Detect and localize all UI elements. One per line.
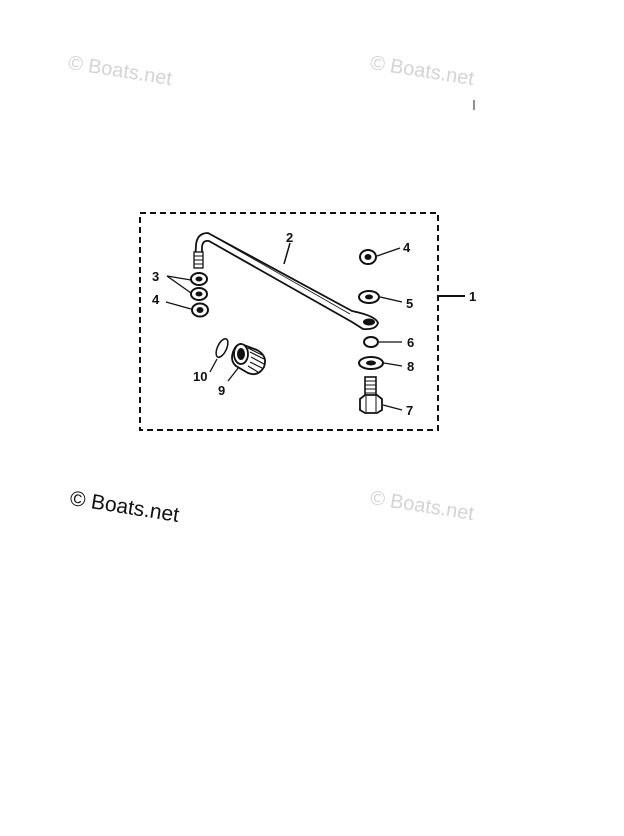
kit-boundary <box>139 212 439 431</box>
nut-4-left <box>191 302 209 318</box>
bolt-7 <box>359 376 383 414</box>
nut-4-right <box>359 249 377 265</box>
bushing-9 <box>231 343 266 376</box>
leader-4-right <box>376 247 401 257</box>
leader-3b <box>166 275 192 294</box>
callout-9: 9 <box>218 383 225 398</box>
callout-1: 1 <box>469 289 476 304</box>
callout-4-left: 4 <box>152 292 160 307</box>
leader-4-left <box>165 301 192 310</box>
leader-rod <box>283 242 291 265</box>
leader-3a <box>166 275 192 281</box>
leader-8 <box>383 362 403 367</box>
nut-5 <box>358 290 380 304</box>
leader-10 <box>209 358 218 373</box>
callout-4-right: 4 <box>403 240 411 255</box>
washer-6 <box>363 336 379 348</box>
washer-8 <box>358 356 384 370</box>
callout-3: 3 <box>152 269 159 284</box>
callout-10: 10 <box>193 369 207 384</box>
callout-6: 6 <box>407 335 414 350</box>
lock-nuts-3 <box>190 272 208 301</box>
steering-rod <box>193 232 379 331</box>
callout-2: 2 <box>286 230 293 245</box>
leader-9 <box>227 366 240 382</box>
callout-7: 7 <box>406 403 413 418</box>
leader-5 <box>379 296 403 303</box>
callout-5: 5 <box>406 296 413 311</box>
o-ring-10 <box>215 337 229 359</box>
leader-7 <box>382 404 403 411</box>
callout-8: 8 <box>407 359 414 374</box>
